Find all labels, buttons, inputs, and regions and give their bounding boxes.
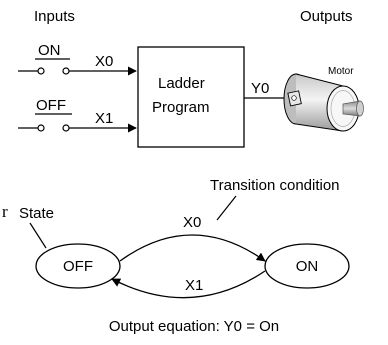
state-off-label: OFF xyxy=(63,258,93,275)
input-x1-label: X1 xyxy=(95,110,113,127)
transition-condition-label: Transition condition xyxy=(210,177,340,194)
input-x0-label: X0 xyxy=(95,53,113,70)
program-label-line2: Program xyxy=(152,99,210,116)
transition-pointer xyxy=(216,195,237,221)
inputs-heading: Inputs xyxy=(34,8,75,25)
cropped-letter-r: r xyxy=(2,202,8,221)
program-label-line1: Ladder xyxy=(158,75,205,92)
transition-arc-on-to-off xyxy=(111,270,266,299)
output-equation: Output equation: Y0 = On xyxy=(109,318,279,335)
state-pointer xyxy=(29,222,47,249)
off-switch: OFF xyxy=(18,97,72,132)
state-on-label: ON xyxy=(296,258,319,275)
on-switch: ON xyxy=(18,42,70,75)
ladder-program-box: Ladder Program xyxy=(137,46,245,148)
on-switch-label: ON xyxy=(38,42,61,59)
state-on-node: ON xyxy=(264,243,350,289)
state-label: State xyxy=(19,205,54,222)
arc-top-label: X0 xyxy=(183,214,201,231)
transition-arc-off-to-on xyxy=(119,234,266,262)
off-switch-label: OFF xyxy=(36,97,66,114)
output-y0-label: Y0 xyxy=(251,80,269,97)
outputs-heading: Outputs xyxy=(300,8,353,25)
state-off-node: OFF xyxy=(35,243,121,289)
motor-icon: Motor xyxy=(283,66,364,132)
arc-bottom-label: X1 xyxy=(185,277,203,294)
motor-label: Motor xyxy=(328,66,354,77)
